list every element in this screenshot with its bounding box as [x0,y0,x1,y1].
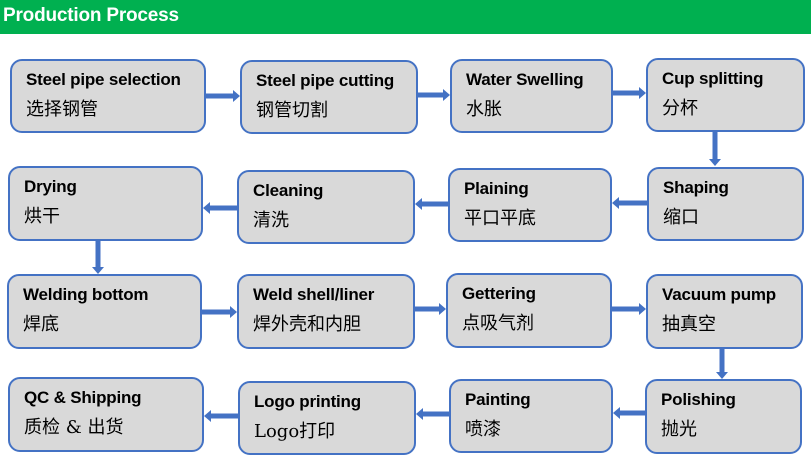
flow-arrow [416,408,449,420]
step-vacuum-pump: Vacuum pump 抽真空 [646,274,803,349]
step-steel-pipe-cutting: Steel pipe cutting 钢管切割 [240,60,418,134]
step-qc-shipping: QC & Shipping 质检 & 出货 [8,377,204,452]
flow-arrow [415,303,446,315]
step-drying: Drying 烘干 [8,166,203,241]
step-plaining: Plaining 平口平底 [448,168,612,242]
step-label-en: QC & Shipping [24,388,142,407]
flow-arrow [613,87,646,99]
step-water-swelling: Water Swelling 水胀 [450,59,613,133]
step-weld-shell-liner: Weld shell/liner 焊外壳和内胆 [237,274,415,349]
arrow-head-icon [639,303,646,315]
arrow-head-icon [203,202,210,214]
step-label-zh: 缩口 [663,207,699,228]
flow-arrow [716,349,728,379]
arrow-head-icon [204,410,211,422]
arrow-head-icon [709,159,721,166]
step-steel-pipe-selection: Steel pipe selection 选择钢管 [10,59,206,133]
flow-arrow [709,132,721,166]
step-label-en: Drying [24,177,77,196]
arrow-head-icon [92,267,104,274]
step-label-en: Logo printing [254,392,361,411]
flow-arrow [613,407,645,419]
flow-arrow [92,241,104,274]
step-label-zh: Logo打印 [254,421,336,442]
step-label-zh: 喷漆 [465,419,501,440]
step-cleaning: Cleaning 清洗 [237,170,415,244]
arrow-head-icon [639,87,646,99]
step-label-zh: 焊底 [23,314,59,335]
step-label-en: Water Swelling [466,70,584,89]
step-label-zh: 清洗 [253,210,289,231]
step-label-zh: 钢管切割 [256,100,328,121]
step-label-zh: 平口平底 [464,208,536,229]
step-label-en: Weld shell/liner [253,285,375,304]
step-label-en: Cleaning [253,181,324,200]
step-label-en: Shaping [663,178,729,197]
flow-arrow [206,90,240,102]
step-label-en: Steel pipe cutting [256,71,395,90]
step-label-en: Steel pipe selection [26,70,181,89]
step-label-en: Cup splitting [662,69,764,88]
step-label-en: Plaining [464,179,529,198]
step-logo-printing: Logo printing Logo打印 [238,381,416,455]
header-bar: Production Process [0,0,811,34]
arrow-head-icon [613,407,620,419]
flow-arrow [415,198,448,210]
step-polishing: Polishing 抛光 [645,379,802,454]
flow-arrow [202,306,237,318]
arrow-head-icon [415,198,422,210]
flow-arrow [612,197,647,209]
step-label-zh: 质检 & 出货 [24,417,124,438]
arrow-head-icon [716,372,728,379]
arrow-head-icon [612,197,619,209]
flow-arrow [203,202,237,214]
flow-arrow [418,89,450,101]
step-welding-bottom: Welding bottom 焊底 [7,274,202,349]
arrow-head-icon [443,89,450,101]
step-label-en: Vacuum pump [662,285,776,304]
step-label-zh: 点吸气剂 [462,313,534,334]
flow-arrow [612,303,646,315]
step-label-zh: 分杯 [662,98,698,119]
arrow-head-icon [233,90,240,102]
page-title: Production Process [3,5,179,26]
step-label-zh: 选择钢管 [26,99,98,120]
step-label-zh: 抛光 [661,419,697,440]
arrow-head-icon [416,408,423,420]
step-label-zh: 烘干 [24,206,60,227]
step-gettering: Gettering 点吸气剂 [446,273,612,348]
step-label-en: Gettering [462,284,536,303]
step-label-en: Welding bottom [23,285,149,304]
step-label-zh: 抽真空 [662,314,716,335]
step-shaping: Shaping 缩口 [647,167,804,241]
step-cup-splitting: Cup splitting 分杯 [646,58,805,132]
step-label-zh: 水胀 [466,99,502,120]
step-label-zh: 焊外壳和内胆 [253,314,361,335]
arrow-head-icon [230,306,237,318]
arrow-head-icon [439,303,446,315]
step-painting: Painting 喷漆 [449,379,613,453]
step-label-en: Painting [465,390,531,409]
flow-arrow [204,410,238,422]
step-label-en: Polishing [661,390,736,409]
